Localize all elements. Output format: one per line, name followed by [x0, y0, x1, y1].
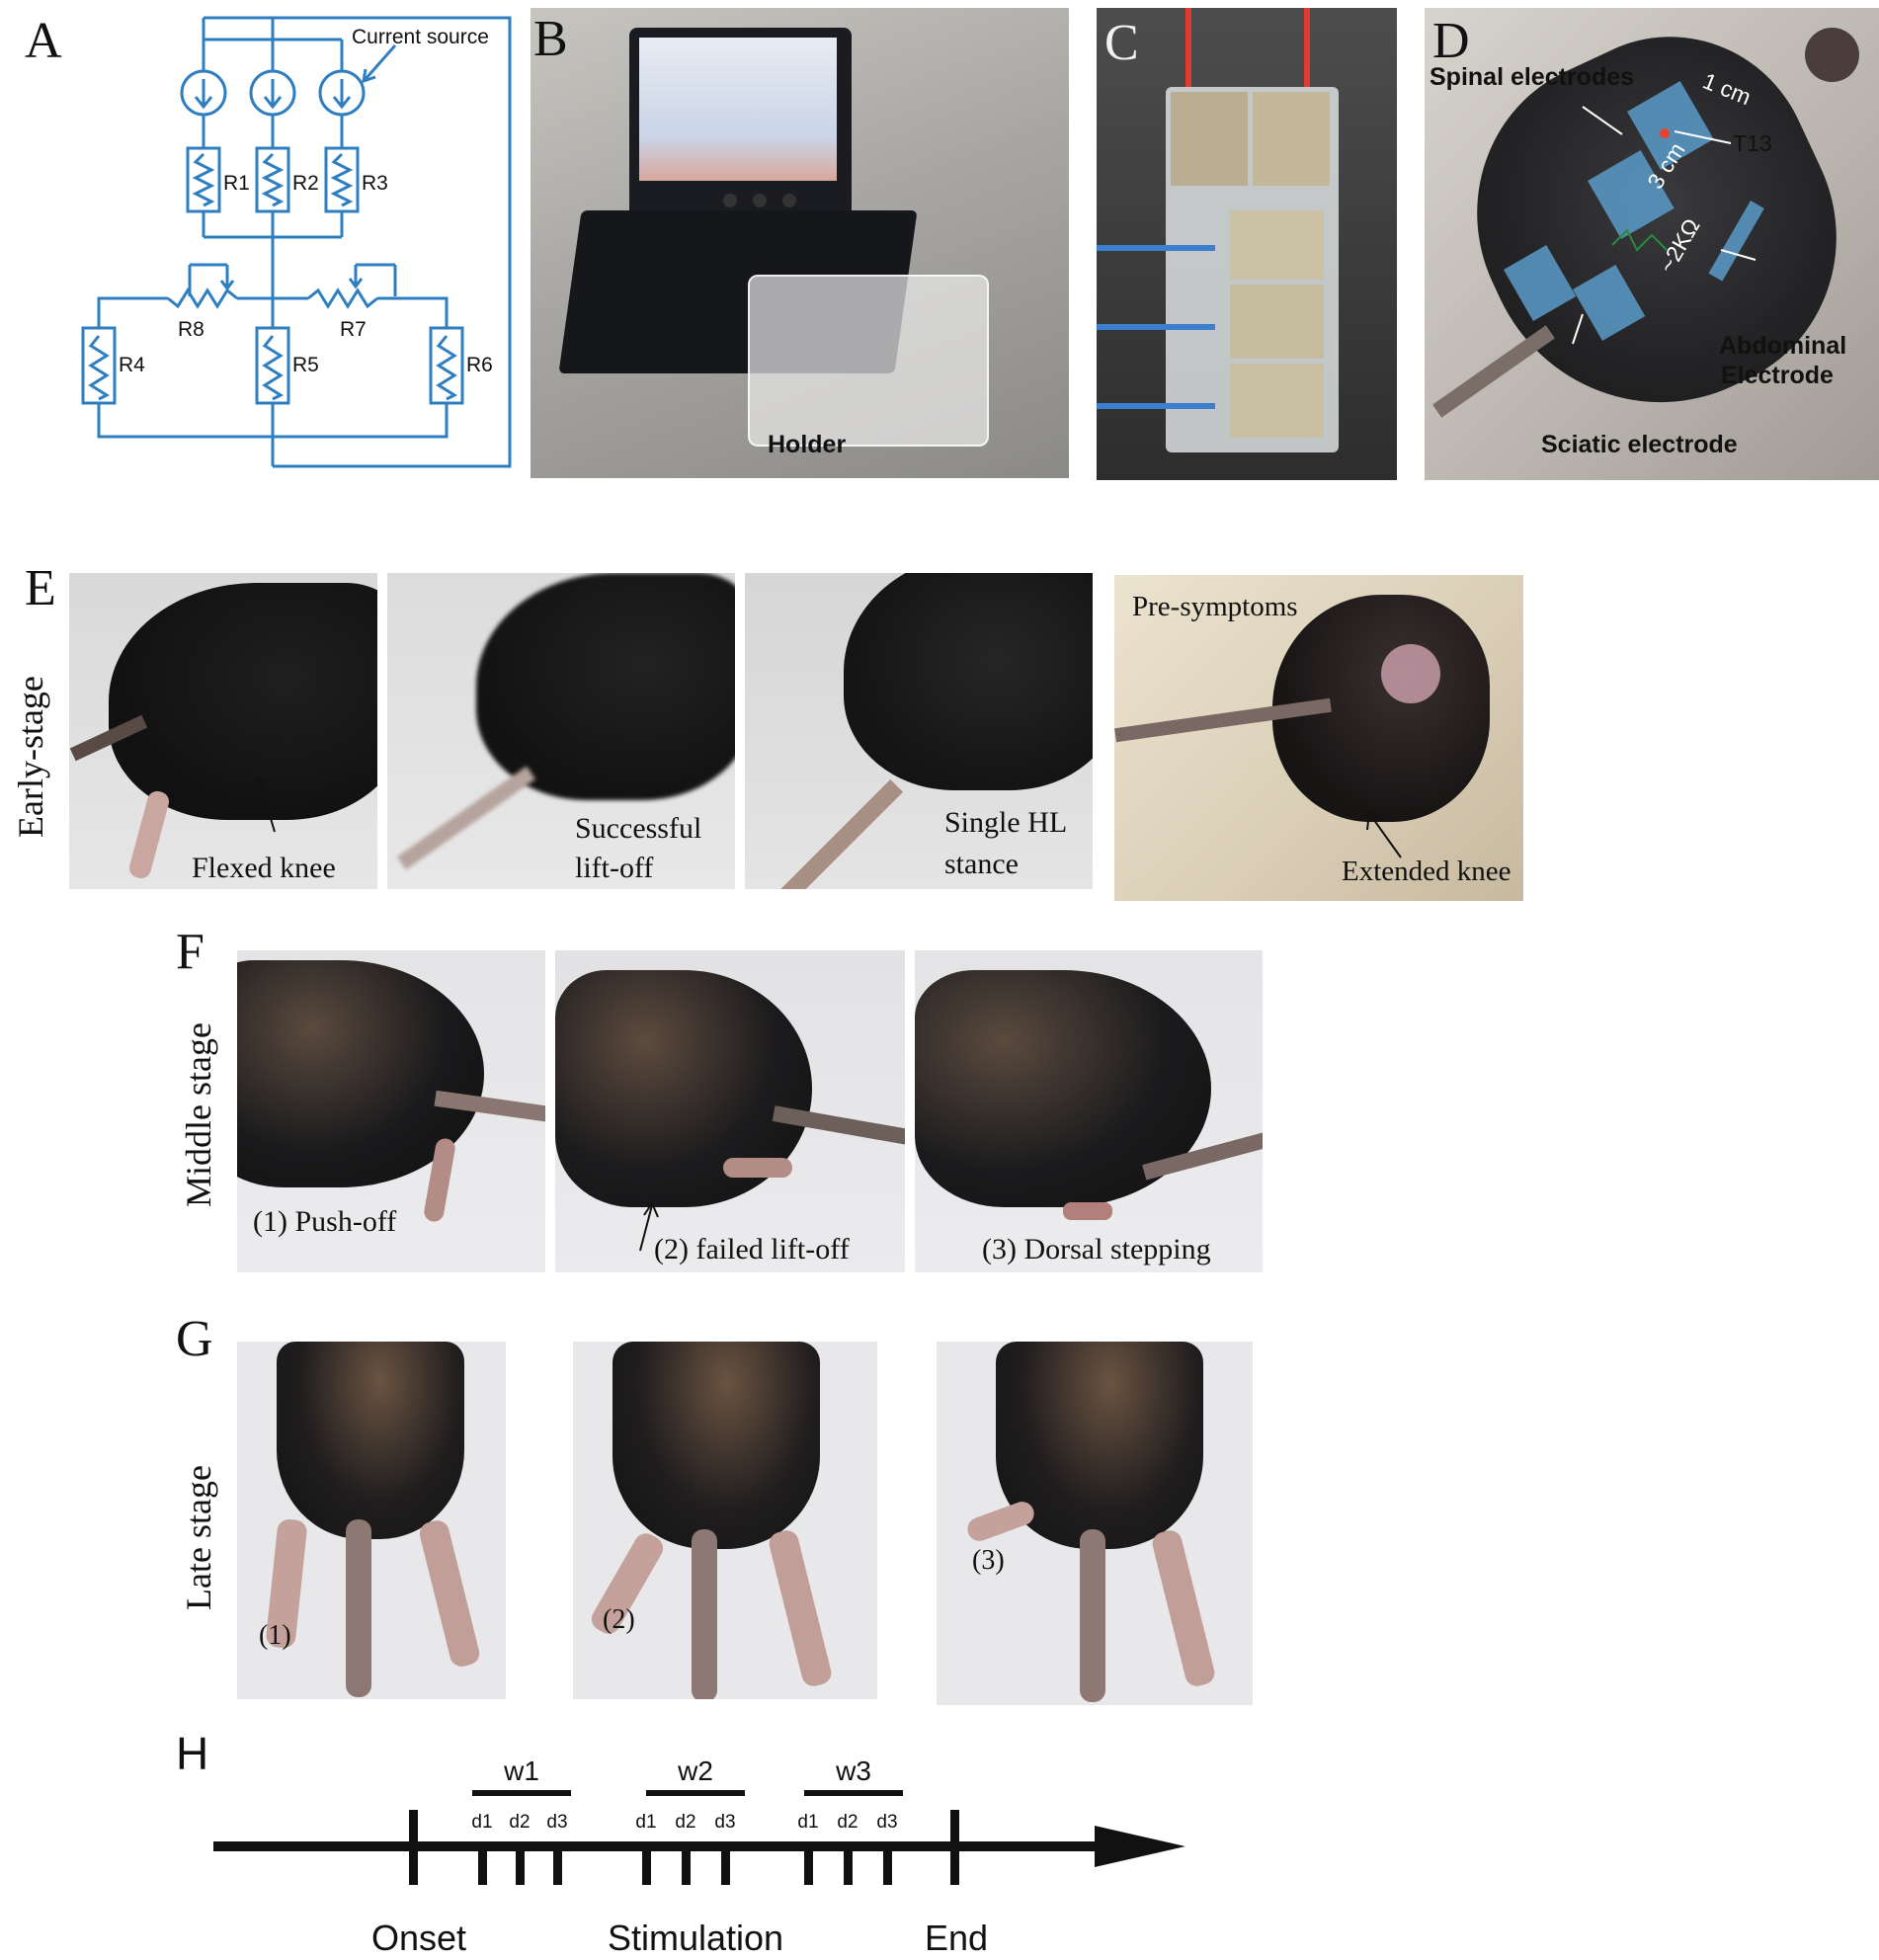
w1-d2-label: d2: [509, 1812, 530, 1833]
resistor-r7: R7: [340, 318, 367, 341]
panel-d-overlay: Spinal electrodes 1 cm 3 cm T13 ~2KΩ Abd…: [1430, 63, 1846, 458]
late-label-3: (3): [972, 1545, 1005, 1576]
panel-h-letter: H: [176, 1728, 209, 1779]
early-frame-presymptoms: [1114, 575, 1523, 901]
middle-frame-2: [555, 950, 905, 1272]
holder-device: [748, 275, 989, 447]
spinal-electrodes-label: Spinal electrodes: [1430, 63, 1634, 91]
w2-bar: [646, 1790, 745, 1796]
push-off-label: (1) Push-off: [253, 1205, 397, 1238]
resistor-r5: R5: [292, 354, 319, 376]
one-cm-label: 1 cm: [1699, 68, 1755, 111]
panel-c-letter: C: [1104, 15, 1139, 71]
t13-label: T13: [1733, 130, 1772, 156]
resistor-r6: R6: [466, 354, 493, 376]
single-hl-stance-label-1: Single HL: [944, 806, 1068, 839]
late-frame-2: [573, 1342, 877, 1699]
abdominal-label-line2: Electrode: [1721, 362, 1834, 389]
w2-d3-tick: [721, 1841, 730, 1885]
successful-liftoff-label-2: lift-off: [575, 852, 654, 884]
panel-b-photo: Holder: [531, 8, 1069, 478]
w2-d2-label: d2: [675, 1812, 695, 1833]
w1-d3-label: d3: [546, 1812, 567, 1833]
panel-d-letter: D: [1432, 13, 1470, 69]
late-label-1: (1): [259, 1620, 291, 1651]
w3-d1-tick: [804, 1841, 813, 1885]
panel-g-letter: G: [176, 1311, 213, 1367]
w3-d3-tick: [883, 1841, 892, 1885]
early-frame-2: [387, 573, 735, 889]
tablet-screen: [629, 28, 852, 225]
resistor-r3: R3: [362, 172, 388, 195]
w2-d1-label: d1: [635, 1812, 656, 1833]
w3-d2-label: d2: [837, 1812, 858, 1833]
w3-label: w3: [835, 1756, 871, 1786]
early-stage-label: Early-stage: [11, 676, 50, 838]
panel-a-letter: A: [25, 13, 62, 69]
abdominal-label-line1: Abdominal: [1719, 332, 1846, 360]
w1-d1-tick: [478, 1841, 487, 1885]
middle-frame-3: [915, 950, 1263, 1272]
w2-label: w2: [677, 1756, 713, 1786]
sciatic-electrode-label: Sciatic electrode: [1541, 431, 1738, 458]
w3-d3-label: d3: [876, 1812, 897, 1833]
end-tick: [950, 1810, 959, 1885]
successful-liftoff-label-1: Successful: [575, 812, 702, 845]
panel-b-letter: B: [533, 11, 568, 67]
early-frame-1: [69, 573, 377, 889]
panel-e-letter: E: [25, 560, 56, 616]
abdominal-electrode: [1708, 201, 1764, 282]
w1-d1-label: d1: [471, 1812, 492, 1833]
sciatic-electrode-right: [1573, 265, 1646, 341]
panel-f-letter: F: [176, 924, 204, 980]
resistor-r1: R1: [223, 172, 250, 195]
sciatic-electrode-left: [1504, 245, 1577, 321]
late-frame-1: [237, 1342, 506, 1699]
middle-frame-1: [237, 950, 545, 1272]
timeline: w1 w2 w3 d1 d2 d3 d1 d2 d3 d1 d2 d3 Onse…: [213, 1756, 1185, 1958]
panel-c-photo: [1097, 8, 1397, 480]
timeline-axis: [213, 1841, 1103, 1851]
failed-liftoff-arrow: [639, 1200, 659, 1252]
w2-d1-tick: [642, 1841, 651, 1885]
early-frame-3: [745, 573, 1093, 889]
failed-liftoff-label: (2) failed lift-off: [654, 1233, 850, 1266]
late-stage-label: Late stage: [179, 1465, 218, 1610]
holder-label: Holder: [768, 431, 847, 458]
spinal-electrode-top: [1627, 81, 1714, 170]
flexed-knee-label: Flexed knee: [192, 852, 336, 884]
t13-marker: [1660, 128, 1670, 138]
panel-d-photo: [1425, 8, 1879, 480]
extended-knee-arrow: [1366, 810, 1402, 858]
current-source-label: Current source: [352, 26, 489, 48]
resistor-r8: R8: [178, 318, 204, 341]
spinal-electrode-bottom: [1588, 150, 1675, 239]
resistor-r4: R4: [119, 354, 145, 376]
w3-bar: [804, 1790, 903, 1796]
end-label: End: [925, 1918, 988, 1958]
w3-d1-label: d1: [797, 1812, 818, 1833]
circuit-diagram: Current source R1 R2 R3 R4 R5 R6 R7 R8: [81, 16, 512, 468]
timeline-arrowhead: [1095, 1826, 1185, 1867]
onset-tick: [409, 1810, 418, 1885]
resistor-r2: R2: [292, 172, 319, 195]
stimulation-label: Stimulation: [608, 1918, 783, 1958]
onset-label: Onset: [371, 1918, 466, 1958]
w1-bar: [472, 1790, 571, 1796]
w1-d3-tick: [553, 1841, 562, 1885]
presymptoms-label: Pre-symptoms: [1132, 591, 1298, 622]
w1-d2-tick: [516, 1841, 525, 1885]
flexed-knee-arrow: [252, 774, 276, 833]
late-label-2: (2): [603, 1604, 635, 1635]
late-frame-3: [937, 1342, 1253, 1705]
dorsal-stepping-label: (3) Dorsal stepping: [982, 1233, 1211, 1266]
w2-d3-label: d3: [714, 1812, 735, 1833]
single-hl-stance-label-2: stance: [944, 848, 1019, 880]
middle-stage-label: Middle stage: [179, 1022, 218, 1207]
w3-d2-tick: [844, 1841, 853, 1885]
w1-label: w1: [503, 1756, 539, 1786]
extended-knee-label: Extended knee: [1342, 856, 1511, 887]
w2-d2-tick: [682, 1841, 691, 1885]
